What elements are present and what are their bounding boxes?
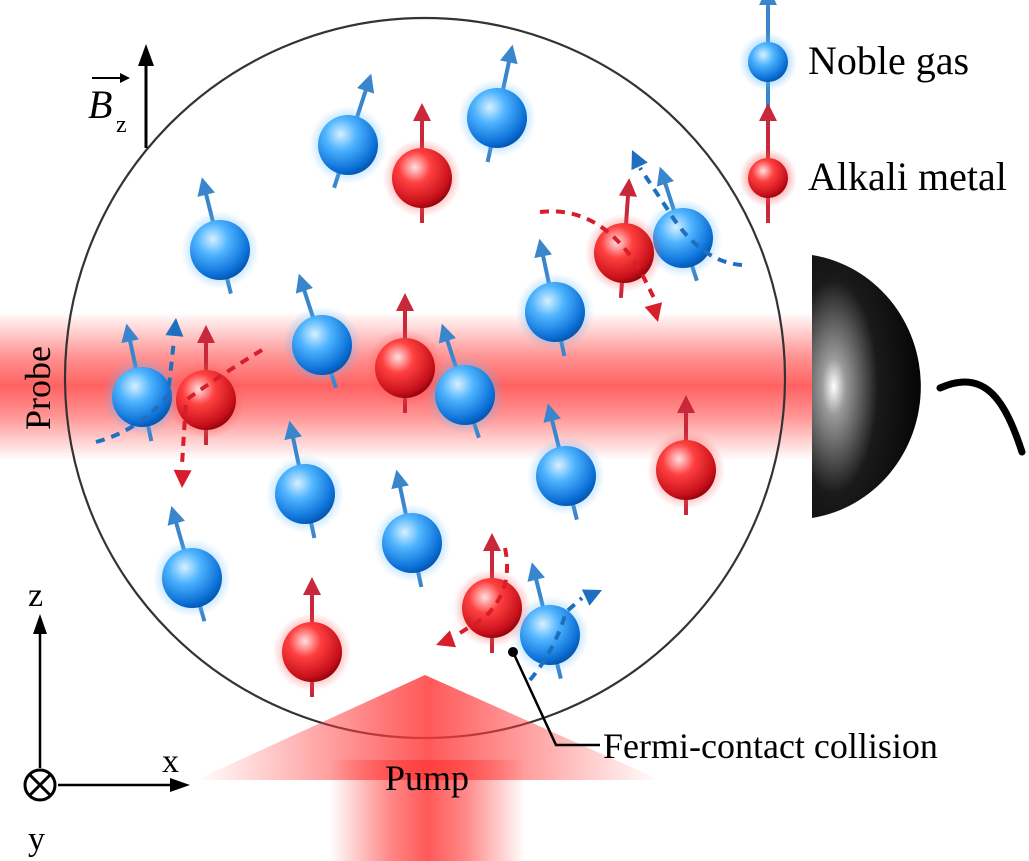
detector-icon [812,255,1026,518]
collision-trajectories [95,150,743,682]
trajectory-path [539,209,657,301]
pump-label: Pump [385,758,469,798]
trajectory-arrowhead [581,589,602,606]
field-symbol: B [88,82,112,127]
noble-gas-atom [103,323,181,442]
legend-noble-gas-label: Noble gas [808,38,969,83]
trajectory-arrowhead [165,318,184,337]
noble-gas-atom [458,44,536,163]
trajectory-path [180,348,264,466]
trajectory-arrowhead [436,630,456,648]
noble-gas-atom [266,420,344,539]
legend-noble-gas-icon [739,0,797,107]
noble-gas-atom [373,469,451,588]
alkali-metal-atom [366,293,444,413]
collision-annotation: Fermi-contact collision [508,647,938,766]
noble-gas-atom [426,323,504,439]
x-axis-label: x [162,743,179,780]
alkali-metal-atom [647,395,725,515]
noble-gas-atom [283,273,361,389]
noble-gas-atom [309,73,387,189]
atoms-layer [103,44,725,697]
alkali-metal-atom [383,103,461,223]
collision-label: Fermi-contact collision [603,726,938,766]
field-indicator: B z [88,44,154,148]
legend-alkali-metal-label: Alkali metal [808,154,1007,199]
noble-gas-atom [181,177,259,295]
trajectory-arrowhead [631,150,648,171]
pump-beam [196,675,660,861]
noble-gas-atom [527,403,605,521]
noble-gas-atom [644,166,722,282]
alkali-metal-legend-atom [739,103,797,223]
alkali-metal-atom [585,178,663,299]
noble-gas-legend-atom [739,0,797,107]
field-subscript: z [116,112,127,138]
alkali-metal-atom [273,577,351,697]
y-axis-label: y [28,821,45,858]
alkali-metal-atom [453,533,531,653]
noble-gas-atom [516,238,594,357]
z-axis-label: z [28,577,43,614]
coordinate-axes: z x y [23,577,190,858]
legend: Noble gas Alkali metal [739,0,1007,223]
trajectory-arrowhead [173,469,192,488]
trajectory-arrowhead [644,302,663,322]
probe-label: Probe [18,346,58,430]
legend-alkali-metal-icon [739,103,797,223]
alkali-metal-atom [167,325,245,445]
trajectory-path [95,339,176,444]
noble-gas-atom [153,505,231,622]
trajectory-path [528,596,584,682]
